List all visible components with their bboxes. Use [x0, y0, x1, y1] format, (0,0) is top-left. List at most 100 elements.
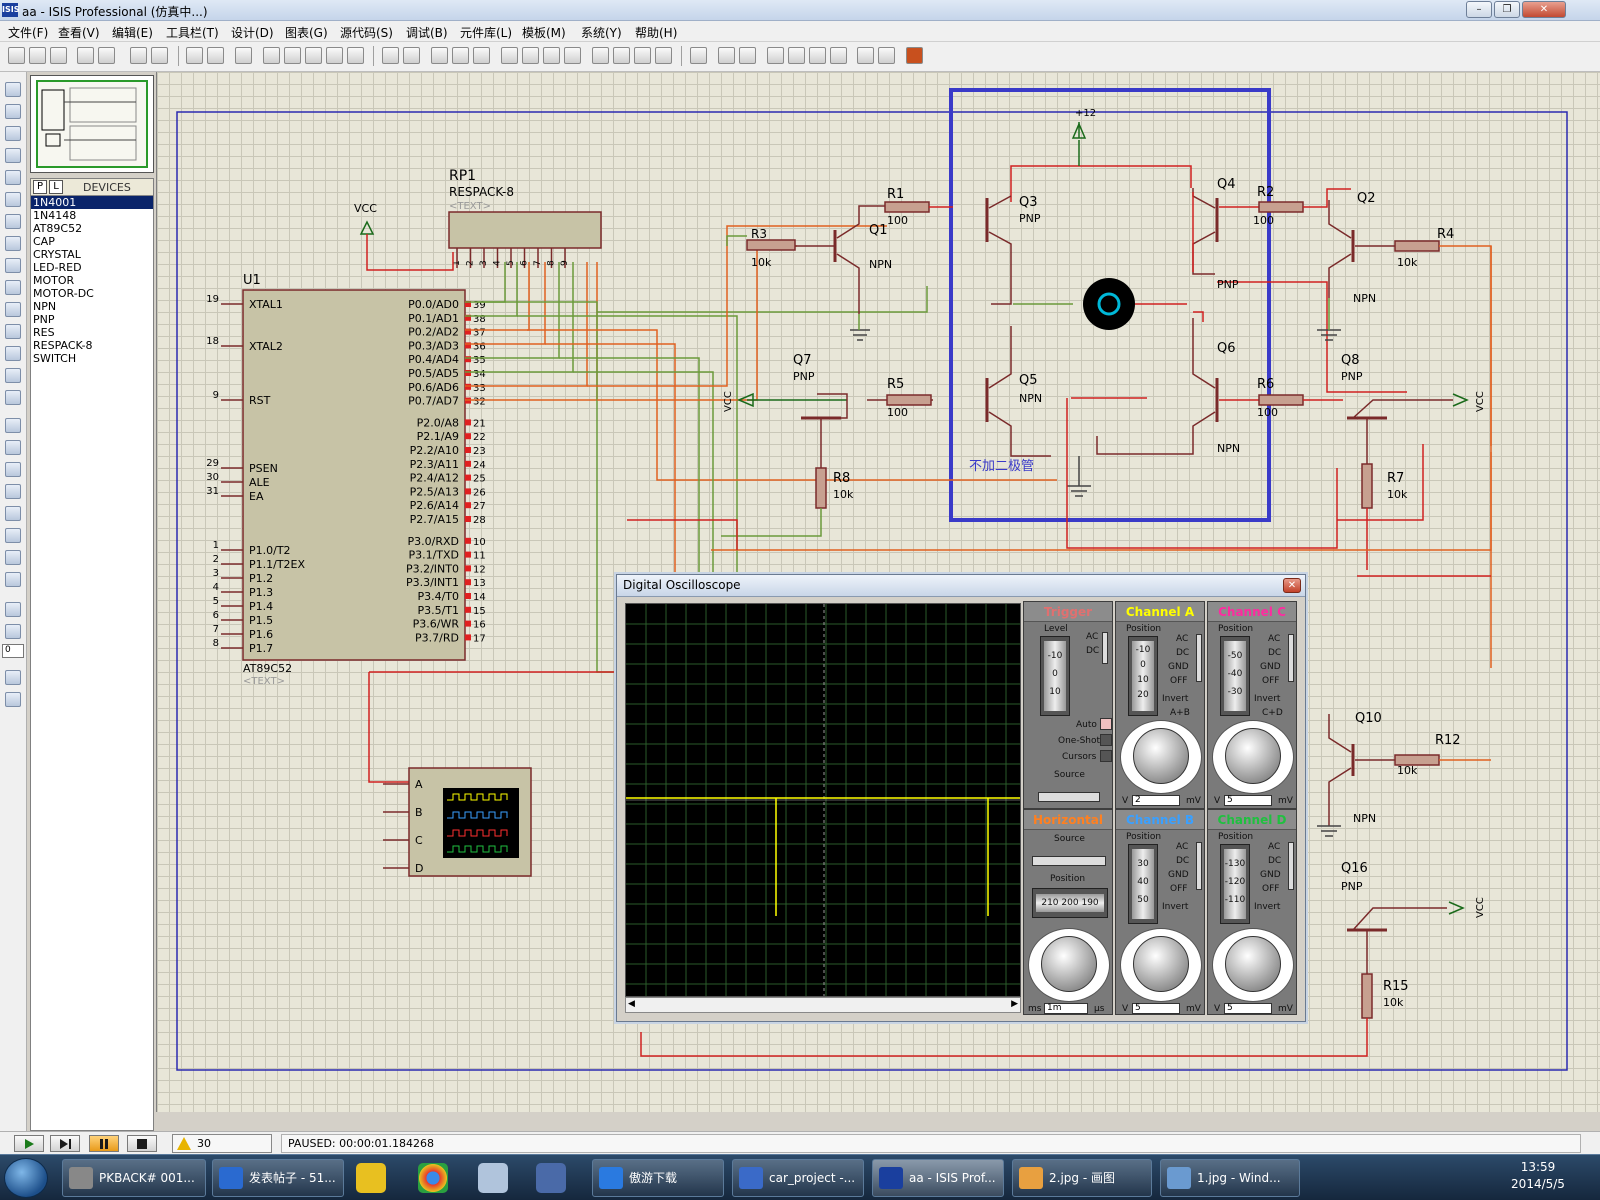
- play-button[interactable]: [14, 1135, 44, 1152]
- minimize-button[interactable]: –: [1466, 1, 1492, 18]
- menu-design[interactable]: 设计(D): [231, 26, 274, 40]
- menu-library[interactable]: 元件库(L): [460, 26, 513, 40]
- task-forum-post[interactable]: 发表帖子 - 51...: [212, 1159, 344, 1197]
- block-copy-icon[interactable]: [501, 47, 518, 64]
- channel-a-value[interactable]: 2: [1132, 795, 1180, 806]
- horizontal-source-slider[interactable]: [1032, 856, 1106, 866]
- text-icon[interactable]: [5, 528, 21, 543]
- copy-icon[interactable]: [452, 47, 469, 64]
- trigger-source-slider[interactable]: [1038, 792, 1100, 802]
- channel-a-coupling-switch[interactable]: [1196, 634, 1202, 682]
- channel-c-coupling-switch[interactable]: [1288, 634, 1294, 682]
- current-probe-icon[interactable]: [5, 368, 21, 383]
- channel-b-coupling-switch[interactable]: [1196, 842, 1202, 890]
- ftp-icon[interactable]: [356, 1163, 386, 1193]
- zoom-out-icon[interactable]: [305, 47, 322, 64]
- rotate-cw-icon[interactable]: [5, 602, 21, 617]
- device-item[interactable]: RESPACK-8: [33, 339, 93, 352]
- rotation-angle-input[interactable]: 0: [2, 644, 24, 658]
- q8-stage[interactable]: [1347, 393, 1469, 570]
- tape-recorder-icon[interactable]: [5, 302, 21, 317]
- h-bridge[interactable]: [867, 122, 1407, 549]
- channel-c-value[interactable]: 5: [1224, 795, 1272, 806]
- device-pins-icon[interactable]: [5, 258, 21, 273]
- ares-icon[interactable]: [906, 47, 923, 64]
- device-item[interactable]: CRYSTAL: [33, 248, 81, 261]
- device-item[interactable]: 1N4148: [33, 209, 77, 222]
- channel-c-volts-knob[interactable]: [1225, 728, 1281, 784]
- print-icon[interactable]: [130, 47, 147, 64]
- path-icon[interactable]: [5, 506, 21, 521]
- menu-toolbar[interactable]: 工具栏(T): [166, 26, 219, 40]
- virtual-instrument-icon[interactable]: [5, 390, 21, 405]
- digital-oscilloscope-window[interactable]: Digital Oscilloscope ✕ ◀ ▶ Trigger Level…: [616, 574, 1306, 1022]
- block-rotate-icon[interactable]: [543, 47, 560, 64]
- remove-sheet-icon[interactable]: [788, 47, 805, 64]
- menu-help[interactable]: 帮助(H): [635, 26, 678, 40]
- task-pkback[interactable]: PKBACK# 001...: [62, 1159, 206, 1197]
- wire-autorouter-icon[interactable]: [690, 47, 707, 64]
- menu-graph[interactable]: 图表(G): [285, 26, 328, 40]
- device-item[interactable]: 1N4001: [31, 196, 153, 209]
- device-item[interactable]: LED-RED: [33, 261, 82, 274]
- property-tool-icon[interactable]: [739, 47, 756, 64]
- menu-system[interactable]: 系统(Y): [581, 26, 622, 40]
- device-item[interactable]: CAP: [33, 235, 55, 248]
- make-device-icon[interactable]: [613, 47, 630, 64]
- trigger-oneshot-toggle[interactable]: [1100, 734, 1112, 746]
- subcircuit-icon[interactable]: [5, 214, 21, 229]
- horizontal-position-drum[interactable]: 210 200 190: [1032, 888, 1108, 918]
- wire-label-icon[interactable]: [5, 148, 21, 163]
- menu-debug[interactable]: 调试(B): [406, 26, 448, 40]
- text-script-icon[interactable]: [5, 170, 21, 185]
- menu-view[interactable]: 查看(V): [58, 26, 100, 40]
- pick-device-icon[interactable]: [592, 47, 609, 64]
- horizontal-timebase-knob[interactable]: [1041, 936, 1097, 992]
- device-item[interactable]: PNP: [33, 313, 55, 326]
- grid-icon[interactable]: [207, 47, 224, 64]
- paste-icon[interactable]: [473, 47, 490, 64]
- zoom-all-icon[interactable]: [326, 47, 343, 64]
- block-delete-icon[interactable]: [564, 47, 581, 64]
- network-tool-icon[interactable]: [536, 1163, 566, 1193]
- voltage-probe-icon[interactable]: [5, 346, 21, 361]
- close-button[interactable]: ✕: [1522, 1, 1566, 18]
- device-item[interactable]: NPN: [33, 300, 57, 313]
- q7-stage[interactable]: [721, 392, 848, 537]
- task-maxthon-download[interactable]: 傲游下载: [592, 1159, 724, 1197]
- import-icon[interactable]: [77, 47, 94, 64]
- device-item[interactable]: MOTOR-DC: [33, 287, 94, 300]
- mirror-y-icon[interactable]: [5, 692, 21, 707]
- calculator-icon[interactable]: [478, 1163, 508, 1193]
- chrome-icon[interactable]: [418, 1163, 448, 1193]
- refresh-icon[interactable]: [186, 47, 203, 64]
- block-move-icon[interactable]: [522, 47, 539, 64]
- save-icon[interactable]: [50, 47, 67, 64]
- terminals-icon[interactable]: [5, 236, 21, 251]
- channel-c-position-drum[interactable]: -50-40-30: [1220, 636, 1250, 716]
- origin-icon[interactable]: [235, 47, 252, 64]
- search-tag-icon[interactable]: [718, 47, 735, 64]
- new-sheet-icon[interactable]: [767, 47, 784, 64]
- stop-button[interactable]: [127, 1135, 157, 1152]
- q1-stage[interactable]: [726, 201, 953, 341]
- task-paint[interactable]: 2.jpg - 画图: [1012, 1159, 1152, 1197]
- oscilloscope-close-button[interactable]: ✕: [1283, 578, 1301, 593]
- channel-a-volts-knob[interactable]: [1133, 728, 1189, 784]
- open-file-icon[interactable]: [29, 47, 46, 64]
- zoom-in-icon[interactable]: [284, 47, 301, 64]
- mirror-x-icon[interactable]: [5, 670, 21, 685]
- q10-stage[interactable]: [1317, 714, 1491, 837]
- oscilloscope-symbol[interactable]: A B C D: [383, 767, 532, 877]
- channel-d-volts-knob[interactable]: [1225, 936, 1281, 992]
- junction-dot-icon[interactable]: [5, 126, 21, 141]
- task-car-project[interactable]: car_project -...: [732, 1159, 864, 1197]
- channel-d-value[interactable]: 5: [1224, 1003, 1272, 1014]
- bus-icon[interactable]: [5, 192, 21, 207]
- task-isis[interactable]: aa - ISIS Prof...: [872, 1159, 1004, 1197]
- device-item[interactable]: AT89C52: [33, 222, 83, 235]
